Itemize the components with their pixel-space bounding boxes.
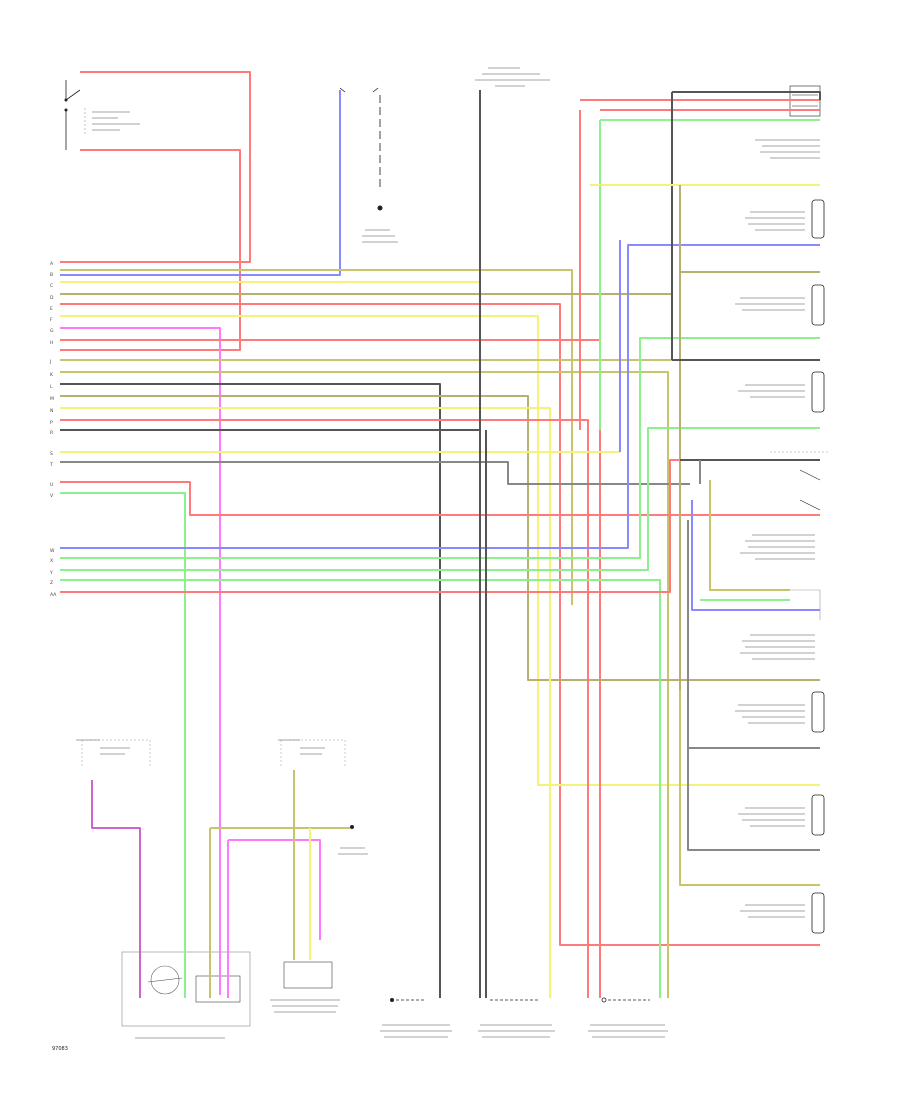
svg-text:H: H	[50, 340, 53, 346]
svg-text:S: S	[50, 451, 53, 457]
svg-text:X: X	[50, 558, 53, 564]
svg-text:E: E	[50, 306, 53, 312]
pin-numbers: A B C D E F G H J K L M N P R S T U V W …	[49, 261, 57, 598]
svg-text:Y: Y	[49, 570, 53, 576]
vehicle-speed-sensor	[283, 961, 333, 989]
svg-text:C: C	[50, 283, 53, 289]
svg-text:D: D	[50, 295, 54, 301]
page-code: 97083	[52, 1046, 68, 1052]
svg-text:W: W	[50, 548, 55, 554]
svg-text:V: V	[50, 493, 54, 499]
label-blocks	[76, 67, 820, 1039]
svg-text:T: T	[49, 462, 53, 468]
wires	[60, 71, 821, 998]
svg-text:F: F	[50, 317, 53, 323]
svg-text:R: R	[50, 430, 53, 436]
top-left-switch	[64, 80, 86, 150]
fuel-pump-connector	[339, 87, 383, 211]
svg-text:AA: AA	[50, 592, 57, 598]
svg-text:L: L	[50, 384, 53, 390]
svg-text:N: N	[50, 408, 53, 414]
svg-text:G: G	[50, 328, 54, 334]
svg-text:U: U	[50, 482, 53, 488]
svg-text:B: B	[50, 272, 53, 278]
svg-text:A: A	[50, 261, 54, 267]
right-components	[770, 85, 830, 934]
bottom-sensors	[350, 825, 650, 1003]
svg-text:J: J	[49, 359, 51, 365]
svg-text:P: P	[50, 420, 53, 426]
svg-text:K: K	[50, 372, 54, 378]
svg-text:Z: Z	[50, 580, 53, 586]
bottom-switch-boxes	[81, 739, 346, 768]
svg-text:M: M	[50, 396, 54, 402]
